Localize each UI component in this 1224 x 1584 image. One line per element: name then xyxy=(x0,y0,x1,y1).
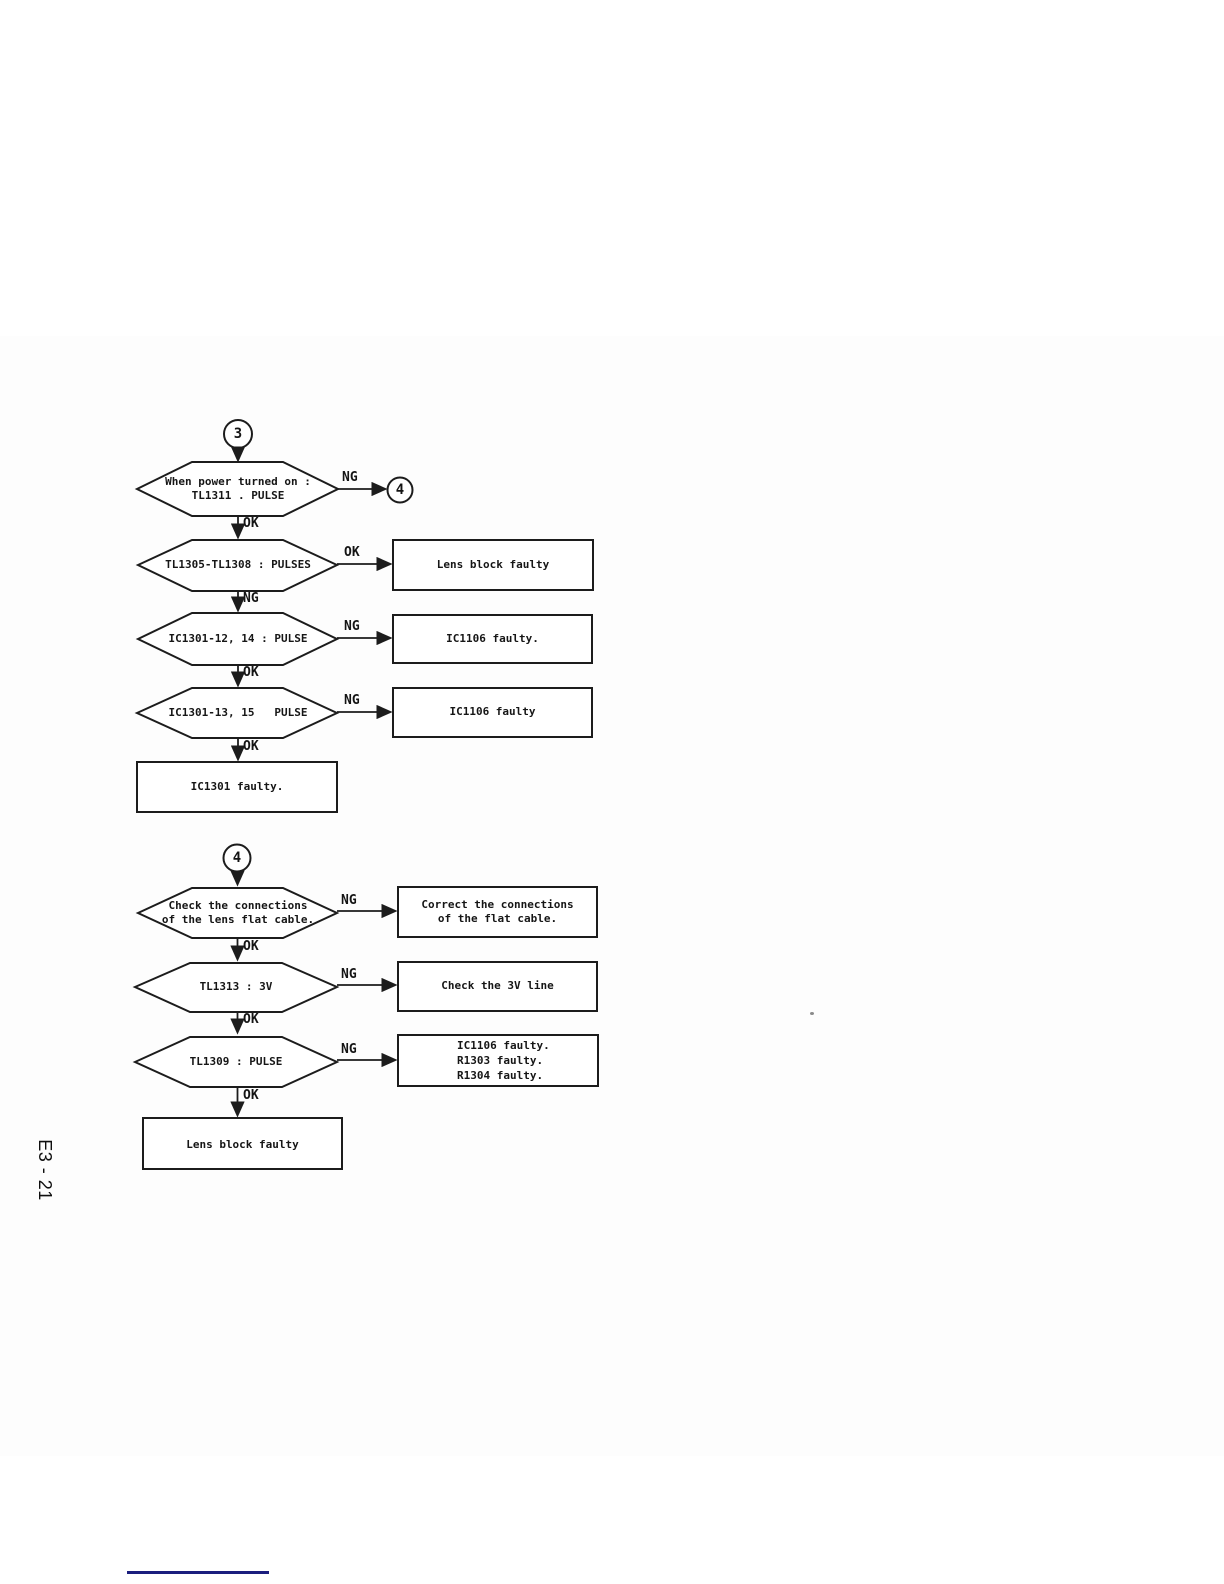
connector-number-4-top: 4 xyxy=(395,482,405,498)
result-text-lens-block-2: Lens block faulty xyxy=(186,1138,299,1151)
branch-label-ng-hex2: NG xyxy=(243,591,259,606)
result-box-ic1106-faulty-2 xyxy=(392,687,593,738)
result-text-r1304-line3: R1304 faulty. xyxy=(457,1069,544,1082)
footer-rule-line xyxy=(127,1571,269,1574)
result-box-check-3v-line xyxy=(397,961,598,1012)
decision-text-tl1309: TL1309 : PULSE xyxy=(189,1055,283,1068)
branch-label-ng-hex7: NG xyxy=(341,1042,357,1057)
result-text-ic1106-2: IC1106 faulty xyxy=(449,705,536,718)
result-text-ic1301: IC1301 faulty. xyxy=(190,780,284,793)
result-text-r1303-line2: R1303 faulty. xyxy=(457,1054,544,1067)
branch-label-ok-hex2: OK xyxy=(344,545,360,560)
decision-hexagon-tl1309-pulse xyxy=(132,1036,340,1088)
branch-label-ok-hex4: OK xyxy=(243,739,259,754)
branch-label-ok-hex1: OK xyxy=(243,516,259,531)
page-number-vertical: E3 - 21 xyxy=(35,1139,55,1201)
result-box-lens-block-faulty-2 xyxy=(142,1117,343,1170)
result-text-ic1106-1: IC1106 faulty. xyxy=(446,632,539,645)
decision-text-ic1301-12-14: IC1301-12, 14 : PULSE xyxy=(168,632,308,645)
result-text-correct-line1: Correct the connections xyxy=(421,898,574,911)
branch-label-ng-hex4: NG xyxy=(344,693,360,708)
branch-label-ng-hex1: NG xyxy=(342,470,358,485)
branch-label-ok-hex5: OK xyxy=(243,939,259,954)
decision-text-tl1305: TL1305-TL1308 : PULSES xyxy=(165,558,311,571)
decision-hexagon-ic1301-12-14 xyxy=(135,612,340,666)
result-box-correct-connections xyxy=(397,886,598,938)
decision-text-ic1301-13-15: IC1301-13, 15 PULSE xyxy=(168,706,308,719)
result-box-ic1106-faulty-1 xyxy=(392,614,593,664)
result-box-lens-block-faulty-1 xyxy=(392,539,594,591)
decision-hexagon-tl1313-3v xyxy=(132,962,340,1013)
branch-label-ok-hex3: OK xyxy=(243,665,259,680)
decision-text-cable-line2: of the lens flat cable. xyxy=(161,913,315,926)
decision-text-power-line2: TL1311 . PULSE xyxy=(191,489,285,502)
decision-hexagon-tl1305-tl1308 xyxy=(135,539,340,592)
connector-number-4-bottom: 4 xyxy=(232,850,242,866)
decision-hexagon-lens-flat-cable xyxy=(135,887,340,939)
branch-label-ok-hex6: OK xyxy=(243,1012,259,1027)
scan-artifact-speck xyxy=(810,1012,814,1015)
branch-label-ng-hex6: NG xyxy=(341,967,357,982)
result-text-correct-line2: of the flat cable. xyxy=(437,912,558,925)
decision-text-power-line1: When power turned on : xyxy=(165,475,311,488)
branch-label-ng-hex3: NG xyxy=(344,619,360,634)
branch-label-ng-hex5: NG xyxy=(341,893,357,908)
result-box-ic1106-r1303-r1304 xyxy=(397,1034,599,1087)
result-text-ic1106-line1: IC1106 faulty. xyxy=(457,1039,550,1052)
decision-text-tl1313: TL1313 : 3V xyxy=(199,980,273,993)
decision-hexagon-ic1301-13-15 xyxy=(134,687,340,739)
result-text-lens-block-1: Lens block faulty xyxy=(436,558,550,571)
branch-label-ok-hex7: OK xyxy=(243,1088,259,1103)
connector-number-3: 3 xyxy=(233,426,243,442)
result-box-ic1301-faulty xyxy=(136,761,338,813)
decision-text-cable-line1: Check the connections xyxy=(168,899,308,912)
result-text-3v-line: Check the 3V line xyxy=(441,979,554,992)
